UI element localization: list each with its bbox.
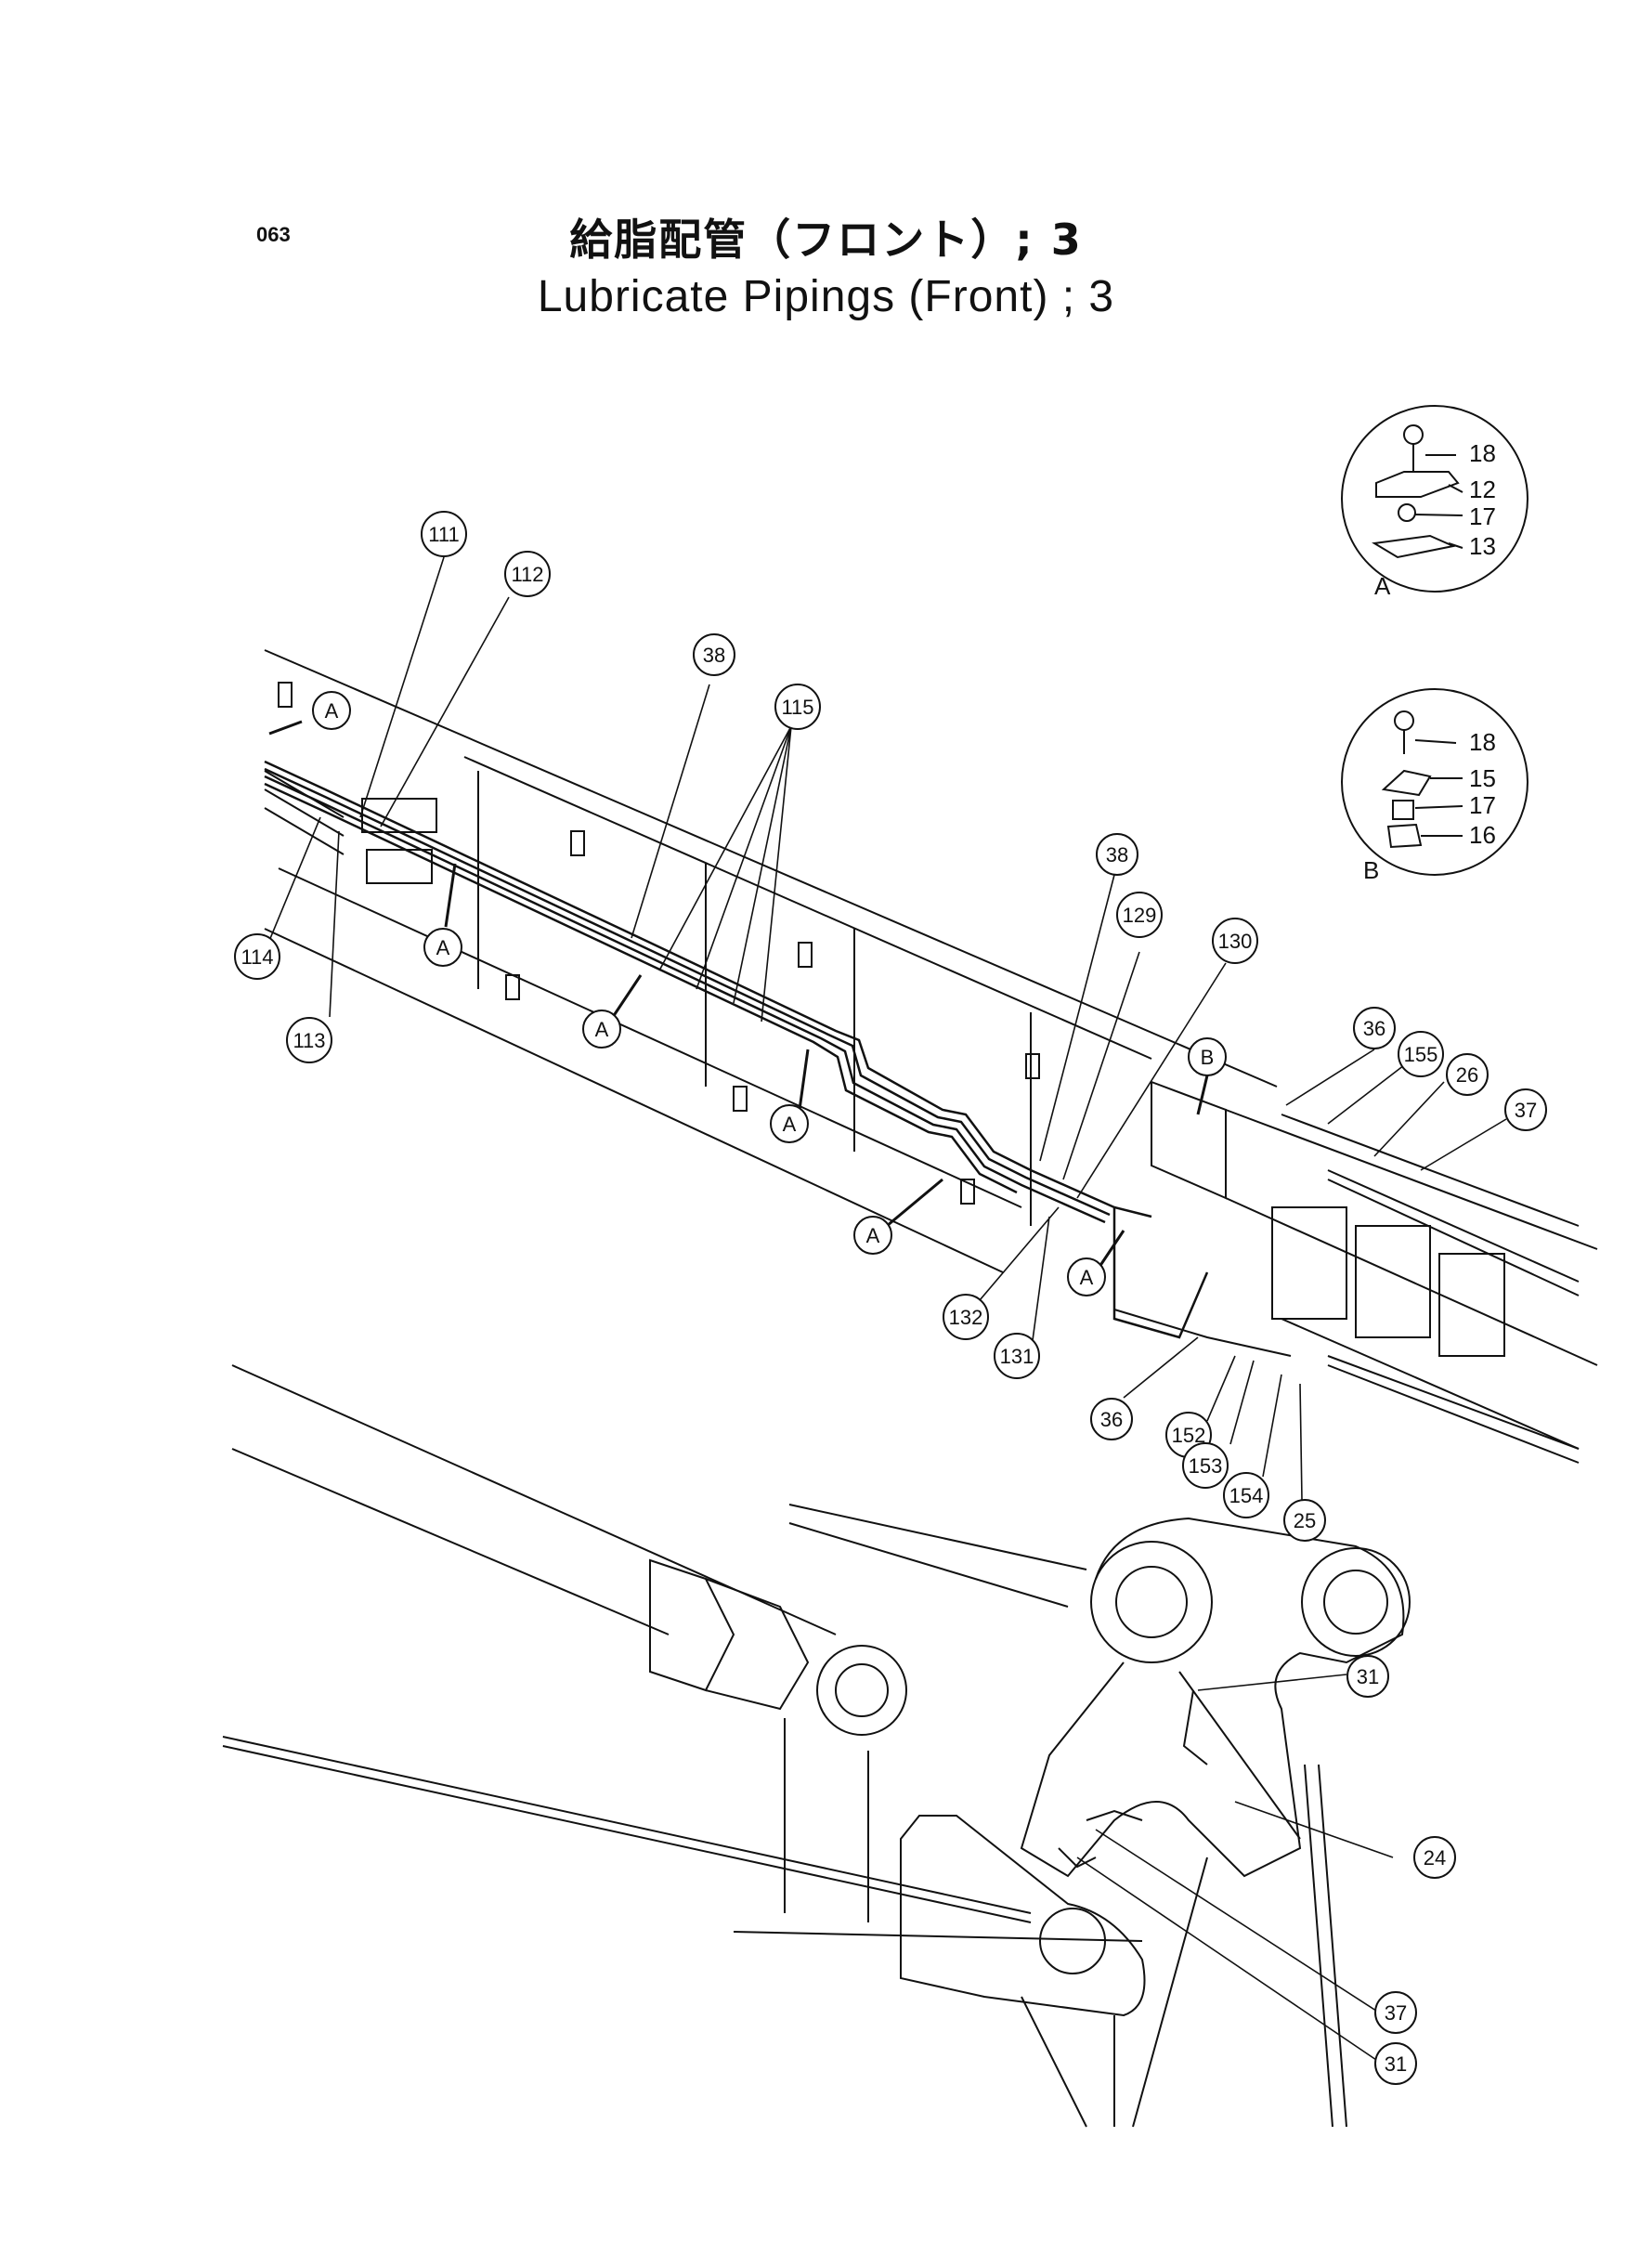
svg-text:113: 113 bbox=[293, 1029, 325, 1052]
callout-132: 132 bbox=[943, 1294, 989, 1340]
svg-text:25: 25 bbox=[1294, 1509, 1316, 1532]
svg-text:111: 111 bbox=[428, 523, 459, 546]
svg-text:112: 112 bbox=[511, 563, 543, 586]
svg-text:26: 26 bbox=[1456, 1063, 1478, 1087]
detail-a-marker: A bbox=[1374, 572, 1391, 600]
marker-pointers bbox=[268, 720, 1209, 1273]
marker-a: A bbox=[582, 1010, 621, 1049]
svg-text:115: 115 bbox=[781, 696, 813, 719]
callout-114: 114 bbox=[234, 933, 280, 980]
callout-31: 31 bbox=[1374, 2042, 1417, 2085]
svg-text:153: 153 bbox=[1189, 1454, 1223, 1478]
callout-24: 24 bbox=[1413, 1836, 1456, 1879]
detail-b-part-2: 15 bbox=[1469, 764, 1496, 792]
marker-a: A bbox=[853, 1216, 892, 1255]
marker-a: A bbox=[312, 691, 351, 730]
marker-a: A bbox=[423, 928, 462, 967]
callout-37: 37 bbox=[1504, 1088, 1547, 1131]
detail-b-bubble bbox=[1341, 688, 1528, 876]
callout-115: 115 bbox=[774, 684, 821, 730]
svg-text:A: A bbox=[866, 1224, 880, 1247]
svg-text:37: 37 bbox=[1385, 2001, 1407, 2025]
callout-36: 36 bbox=[1090, 1398, 1133, 1440]
page-number: 063 bbox=[256, 223, 291, 246]
callout-154: 154 bbox=[1223, 1472, 1269, 1518]
callout-26: 26 bbox=[1446, 1053, 1489, 1096]
title-japanese: 給脂配管（フロント）; 3 bbox=[569, 215, 1083, 265]
grease-pipe-bundle bbox=[264, 760, 1209, 1339]
marker-a: A bbox=[770, 1104, 809, 1143]
svg-text:129: 129 bbox=[1123, 904, 1157, 927]
marker-b: B bbox=[1188, 1037, 1227, 1076]
callout-113: 113 bbox=[286, 1017, 332, 1063]
svg-text:A: A bbox=[1080, 1266, 1094, 1289]
arm-head-block bbox=[1113, 1080, 1598, 1464]
svg-text:36: 36 bbox=[1100, 1408, 1123, 1431]
svg-text:131: 131 bbox=[1000, 1345, 1034, 1368]
svg-text:A: A bbox=[595, 1018, 609, 1041]
callout-155: 155 bbox=[1398, 1031, 1444, 1077]
callout-37: 37 bbox=[1374, 1991, 1417, 2034]
detail-b-marker: B bbox=[1363, 856, 1379, 884]
callout-36: 36 bbox=[1353, 1007, 1396, 1049]
detail-a-part-2: 12 bbox=[1469, 476, 1496, 503]
svg-text:114: 114 bbox=[241, 945, 273, 969]
callout-25: 25 bbox=[1283, 1499, 1326, 1542]
svg-text:132: 132 bbox=[949, 1306, 983, 1329]
svg-text:A: A bbox=[783, 1113, 797, 1136]
detail-b-part-1: 18 bbox=[1469, 728, 1496, 756]
callouts: 111 112 38 115 114 113 38 129 130 36 155… bbox=[234, 511, 1547, 2085]
detail-a-part-1: 18 bbox=[1469, 439, 1496, 467]
detail-a-bubble bbox=[1341, 405, 1528, 593]
detail-labels: 18 12 17 13 A 18 15 17 16 B bbox=[1363, 439, 1496, 884]
svg-text:154: 154 bbox=[1229, 1484, 1264, 1507]
svg-text:31: 31 bbox=[1357, 1665, 1379, 1688]
svg-text:A: A bbox=[325, 699, 339, 723]
leader-lines bbox=[264, 556, 1507, 2063]
callout-31: 31 bbox=[1346, 1655, 1389, 1698]
reference-markers: A A A A A A B bbox=[312, 691, 1227, 1296]
svg-text:31: 31 bbox=[1385, 2052, 1407, 2076]
marker-a: A bbox=[1067, 1257, 1106, 1296]
boom-body bbox=[264, 649, 1278, 1273]
svg-text:38: 38 bbox=[1106, 843, 1128, 866]
callout-153: 153 bbox=[1182, 1442, 1229, 1489]
svg-text:37: 37 bbox=[1515, 1099, 1537, 1122]
callout-38: 38 bbox=[693, 633, 735, 676]
svg-text:155: 155 bbox=[1404, 1043, 1438, 1066]
svg-text:24: 24 bbox=[1424, 1846, 1446, 1870]
callout-130: 130 bbox=[1212, 918, 1258, 964]
lower-link-assembly bbox=[222, 1364, 1411, 2128]
title-english: Lubricate Pipings (Front) ; 3 bbox=[537, 272, 1115, 321]
detail-b-part-4: 16 bbox=[1469, 821, 1496, 849]
callout-131: 131 bbox=[994, 1333, 1040, 1379]
svg-text:130: 130 bbox=[1218, 930, 1253, 953]
callout-111: 111 bbox=[421, 511, 467, 557]
callout-129: 129 bbox=[1116, 892, 1163, 938]
callout-38: 38 bbox=[1096, 833, 1138, 876]
svg-text:38: 38 bbox=[703, 644, 725, 667]
callout-112: 112 bbox=[504, 551, 551, 597]
detail-a-part-4: 13 bbox=[1469, 532, 1496, 560]
svg-text:B: B bbox=[1201, 1046, 1215, 1069]
detail-a-part-3: 17 bbox=[1469, 502, 1496, 530]
detail-b-part-3: 17 bbox=[1469, 791, 1496, 819]
svg-text:36: 36 bbox=[1363, 1017, 1385, 1040]
svg-text:A: A bbox=[436, 936, 450, 959]
